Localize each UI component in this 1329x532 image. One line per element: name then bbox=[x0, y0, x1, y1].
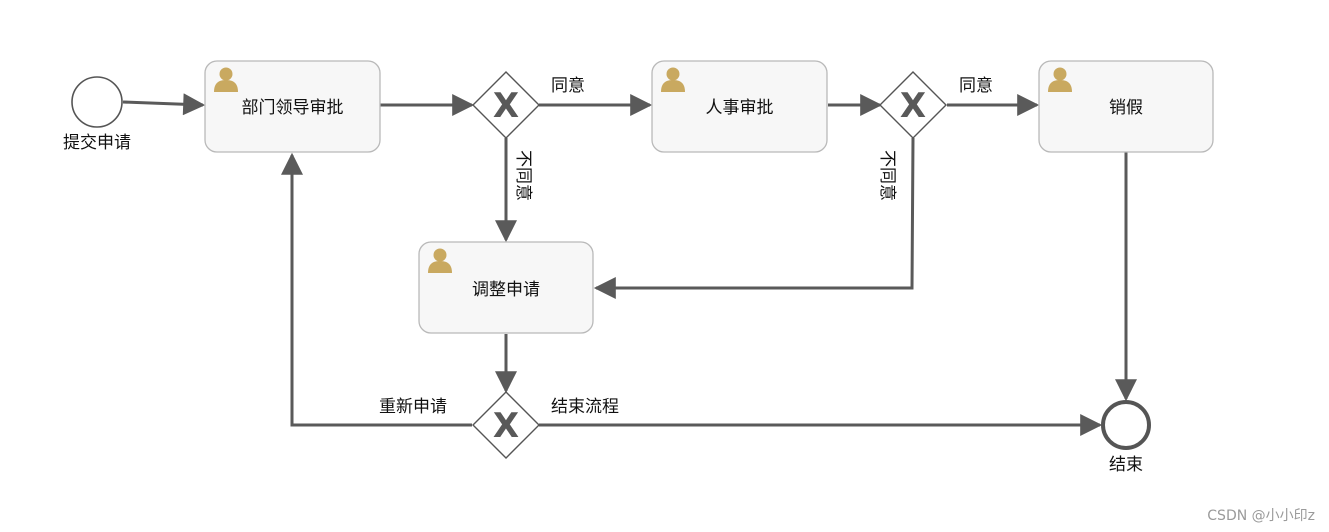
gateway-hr-decision[interactable]: X bbox=[879, 71, 947, 139]
flow-label-end-process: 结束流程 bbox=[551, 397, 619, 417]
gateway-adjust-decision[interactable]: X bbox=[472, 391, 540, 459]
flow-label-reapply: 重新申请 bbox=[379, 397, 447, 417]
flow-reapply[interactable] bbox=[281, 152, 472, 427]
task-dept-approval[interactable]: 部门领导审批 bbox=[204, 60, 381, 153]
task-cancel-leave-label: 销假 bbox=[1109, 98, 1143, 118]
gateway-x-icon: X bbox=[493, 406, 519, 446]
flow-start-to-dept[interactable] bbox=[122, 93, 206, 116]
flow-label-disagree-2: 不同意 bbox=[877, 150, 897, 201]
flow-gw2-disagree[interactable] bbox=[593, 137, 915, 299]
flow-label-disagree-1: 不同意 bbox=[513, 150, 533, 201]
task-hr-approval[interactable]: 人事审批 bbox=[651, 60, 828, 153]
start-event-label: 提交申请 bbox=[63, 133, 131, 153]
task-adjust-request-label: 调整申请 bbox=[472, 280, 540, 300]
task-adjust-request[interactable]: 调整申请 bbox=[418, 241, 594, 334]
gateway-dept-decision[interactable]: X bbox=[472, 71, 540, 139]
sequence-flows bbox=[122, 93, 1137, 436]
end-event-label: 结束 bbox=[1109, 455, 1143, 475]
task-cancel-leave[interactable]: 销假 bbox=[1038, 60, 1214, 153]
flow-label-agree-2: 同意 bbox=[959, 76, 993, 96]
watermark: CSDN @小小印z bbox=[1207, 508, 1315, 524]
task-hr-approval-label: 人事审批 bbox=[706, 98, 774, 118]
gateway-x-icon: X bbox=[493, 86, 519, 126]
flow-label-agree-1: 同意 bbox=[551, 76, 585, 96]
task-dept-approval-label: 部门领导审批 bbox=[242, 98, 344, 118]
end-event[interactable] bbox=[1101, 400, 1151, 450]
start-event[interactable] bbox=[71, 76, 123, 128]
gateway-x-icon: X bbox=[900, 86, 926, 126]
